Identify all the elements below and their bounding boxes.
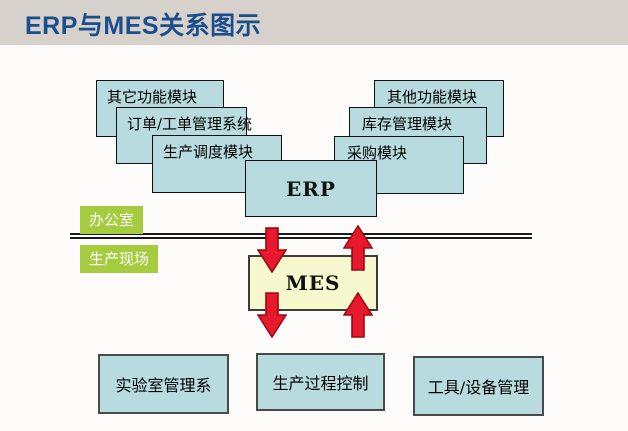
- erp-box: ERP: [245, 160, 377, 217]
- bottom-box-laboratory-management: 实验室管理系: [98, 354, 229, 414]
- bottom-box-label: 工具/设备管理: [427, 378, 530, 397]
- bottom-box-label: 实验室管理系: [115, 376, 212, 395]
- module-box-label: 其它功能模块: [107, 88, 198, 106]
- bottom-box-process-control: 生产过程控制: [256, 353, 385, 411]
- module-box-label: 采购模块: [347, 144, 408, 162]
- arrow-up-mes-to-erp-icon: [343, 225, 373, 271]
- zone-label-text: 生产现场: [89, 250, 150, 268]
- module-box-label: 订单/工单管理系统: [127, 115, 253, 133]
- arrow-down-erp-to-mes-icon: [257, 227, 287, 273]
- title-bar: ERP与MES关系图示: [0, 0, 628, 45]
- bottom-box-tool-equipment-management: 工具/设备管理: [413, 356, 544, 416]
- bottom-box-label: 生产过程控制: [272, 374, 369, 393]
- module-box-label: 其他功能模块: [387, 88, 478, 106]
- zone-label-shop-floor: 生产现场: [80, 245, 159, 273]
- module-box-label: 生产调度模块: [163, 143, 254, 161]
- page-title: ERP与MES关系图示: [25, 12, 262, 40]
- arrow-down-mes-to-floor-icon: [257, 292, 287, 338]
- office-shopfloor-divider-line: [70, 233, 532, 239]
- zone-label-text: 办公室: [89, 211, 135, 229]
- mes-label: MES: [285, 271, 341, 295]
- module-box-label: 库存管理模块: [362, 115, 453, 133]
- arrow-up-floor-to-mes-icon: [343, 292, 373, 338]
- zone-label-office: 办公室: [80, 206, 144, 234]
- diagram-canvas: 其它功能模块 订单/工单管理系统 生产调度模块 其他功能模块 库存管理模块 采购…: [0, 45, 628, 431]
- erp-label: ERP: [286, 176, 336, 201]
